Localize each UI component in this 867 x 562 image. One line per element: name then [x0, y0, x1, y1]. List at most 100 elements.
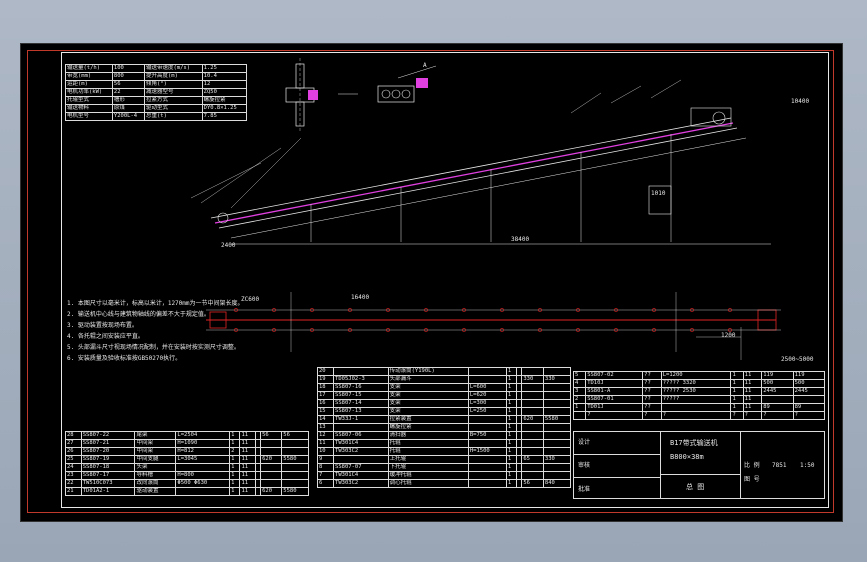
- bom-left-cell: 21: [65, 487, 82, 496]
- bom-mid-cell: 330: [521, 375, 544, 384]
- bom-mid-cell: 7: [316, 471, 335, 480]
- bom-left-cell: [260, 439, 283, 448]
- spec-cell: 800: [111, 72, 145, 81]
- spec-cell: Y200L-4: [111, 112, 145, 121]
- bom-left-cell: [260, 471, 283, 480]
- bom-right-cell: ?: [660, 411, 732, 420]
- bom-mid-cell: TW303C2: [333, 447, 389, 456]
- bom-mid-cell: 托辊: [387, 439, 469, 448]
- bom-mid-cell: 1: [505, 407, 518, 416]
- bom-left-cell: H=1090: [175, 439, 231, 448]
- bom-mid-cell: 1: [505, 479, 518, 488]
- bom-left-cell: SS807-17: [80, 471, 136, 480]
- roller-mark: [424, 308, 428, 312]
- bom-right-cell: ??: [642, 395, 662, 404]
- bom-mid-cell: [542, 431, 572, 440]
- bom-mid-cell: B=750: [467, 431, 507, 440]
- bom-left-cell: [175, 487, 231, 496]
- bom-left-cell: 中间架: [134, 447, 177, 456]
- bom-mid-cell: [467, 439, 507, 448]
- bom-left-cell: SS807-21: [80, 439, 136, 448]
- bom-mid-cell: [521, 367, 544, 376]
- bom-mid-cell: [521, 383, 544, 392]
- bom-left-cell: 23: [65, 471, 82, 480]
- bom-mid-cell: 330: [542, 375, 572, 384]
- bom-mid-cell: SS807-14: [333, 399, 389, 408]
- bom-mid-cell: 10: [316, 447, 335, 456]
- bom-left-cell: TD01A2-1: [80, 487, 136, 496]
- bom-mid-cell: [467, 375, 507, 384]
- bom-mid-cell: [521, 431, 544, 440]
- roller-mark: [234, 308, 238, 312]
- bom-left-cell: SS807-19: [80, 455, 136, 464]
- bom-left-cell: 56: [260, 431, 283, 440]
- roller-mark: [576, 328, 580, 332]
- bom-left-cell: 11: [239, 487, 257, 496]
- bom-mid-cell: [521, 463, 544, 472]
- bom-right-cell: 1: [730, 371, 744, 380]
- scale-label: 比 例: [744, 462, 760, 469]
- bom-right-cell: ????? 3320: [660, 379, 732, 388]
- bom-mid-cell: 1: [505, 463, 518, 472]
- bom-right-cell: SS807-01: [585, 395, 644, 404]
- bom-left-cell: [281, 479, 309, 488]
- bom-left-cell: TW510C073: [80, 479, 136, 488]
- note-line: 5. 头部漏斗尺寸视现场情况配制，并在安装时按实测尺寸调整。: [67, 344, 240, 351]
- bom-left-cell: 中间架: [134, 439, 177, 448]
- spec-cell: 100: [111, 64, 145, 73]
- bom-left-cell: 改向滚筒: [134, 479, 177, 488]
- bom-mid-cell: 1: [505, 415, 518, 424]
- bom-right-cell: 500: [792, 379, 826, 388]
- bom-left-cell: L=3045: [175, 455, 231, 464]
- bom-mid-cell: 19: [316, 375, 335, 384]
- project-name: B17带式输送机: [670, 439, 718, 447]
- bom-mid-cell: 1: [505, 431, 518, 440]
- bom-left-cell: [260, 463, 283, 472]
- bom-mid-cell: [542, 463, 572, 472]
- bom-mid-cell: 56: [521, 479, 544, 488]
- bom-left-cell: 11: [239, 471, 257, 480]
- elevation-dim-b: 10400: [791, 98, 810, 105]
- bom-mid-cell: [542, 447, 572, 456]
- bom-mid-cell: [542, 407, 572, 416]
- bom-mid-cell: L=250: [467, 407, 507, 416]
- bom-mid-cell: [467, 455, 507, 464]
- bom-right-cell: ??: [642, 387, 662, 396]
- bom-mid-cell: 支架: [387, 407, 469, 416]
- bom-right-cell: ????? 2530: [660, 387, 732, 396]
- bom-mid-cell: 16: [316, 399, 335, 408]
- bom-mid-cell: 6: [316, 479, 335, 488]
- bom-mid-cell: [467, 415, 507, 424]
- bom-mid-cell: SS807-15: [333, 391, 389, 400]
- bom-right-cell: 11: [742, 371, 763, 380]
- bom-right-cell: [660, 403, 732, 412]
- spec-cell: 输送物料: [65, 104, 113, 113]
- roller-mark: [728, 328, 732, 332]
- conveyor-elevation-drawing: [190, 79, 771, 245]
- bom-right-cell: 2: [572, 395, 587, 404]
- spec-cell: 输送量(t/h): [65, 64, 113, 73]
- weight-value: 7851: [772, 462, 787, 469]
- spec-cell: 56: [111, 80, 145, 89]
- bom-mid-cell: TW303C2: [333, 479, 389, 488]
- roller-mark: [462, 328, 466, 332]
- bom-right-row: ???????: [572, 411, 826, 420]
- bom-left-cell: 2: [229, 447, 241, 456]
- elevation-dim-c: 1010: [651, 190, 666, 197]
- title-block: 设计 审核 批准 B17带式输送机 B800×38m 总 图 比 例 1:50 …: [573, 431, 825, 499]
- bom-mid-cell: [467, 463, 507, 472]
- roller-mark: [538, 328, 542, 332]
- bom-left-cell: 1: [229, 455, 241, 464]
- drawing-name: B800×38m: [670, 453, 704, 461]
- bom-left-cell: 1: [229, 471, 241, 480]
- bom-mid-cell: 清扫器: [387, 431, 469, 440]
